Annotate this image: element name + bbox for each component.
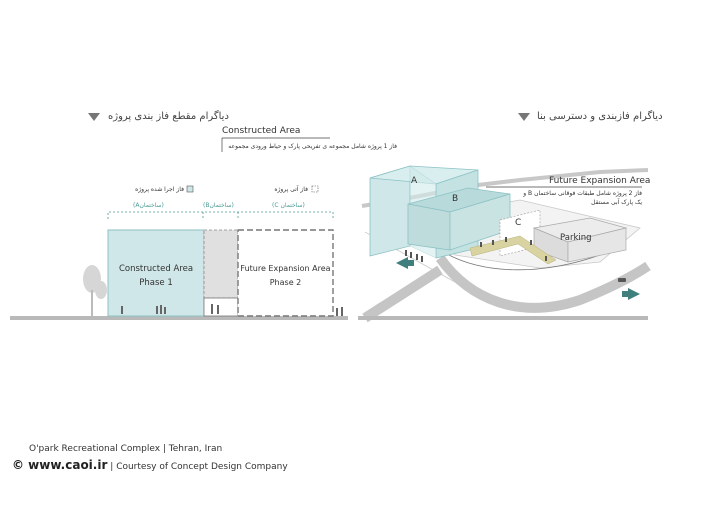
- people-icons-left: [121, 304, 219, 314]
- bracket-c-label: (ساختمان C): [272, 202, 305, 209]
- block-a-label: A: [411, 176, 418, 186]
- legend-done-swatch: [186, 185, 194, 193]
- road-curve: [435, 255, 651, 313]
- left-title-triangle-icon: [88, 113, 100, 121]
- legend-future-label: فاز آتی پروژه: [274, 186, 308, 193]
- future-expansion-label: Future Expansion Area: [549, 176, 651, 186]
- phase1-note: فاز 1 پروژه شامل مجموعه ی تفریحی پارک و …: [228, 143, 397, 150]
- left-panel-title: دیاگرام مقطع فاز بندی پروژه: [108, 111, 229, 122]
- section-brackets: [107, 211, 334, 219]
- ground-line-left: [10, 316, 348, 320]
- footer-site[interactable]: © www.caoi.ir: [12, 458, 108, 472]
- tree-icons-left: [83, 265, 107, 316]
- phase2-note-line1: فاز 2 پروژه شامل طبقات فوقانی ساختمان B …: [523, 190, 642, 197]
- site-arc: [439, 249, 601, 271]
- car-icon: [618, 278, 626, 282]
- footer-courtesy: Courtesy of Concept Design Company: [116, 462, 288, 472]
- footer-project: O'park Recreational Complex | Tehran, Ir…: [29, 444, 223, 454]
- box2-sub: Phase 2: [269, 278, 302, 287]
- footer-sep: |: [110, 462, 114, 472]
- right-title-triangle-icon: [518, 113, 530, 121]
- future-expansion-box: [237, 229, 334, 317]
- legend-done-label: فاز اجرا شده پروژه: [135, 186, 184, 193]
- access-arrow-left-icon: [396, 257, 414, 269]
- road-left: [362, 265, 443, 323]
- block-b-label: B: [452, 194, 459, 204]
- yellow-walkway: [469, 235, 557, 265]
- building-b-box: [203, 229, 239, 299]
- box1-title: Constructed Area: [118, 264, 194, 274]
- legend-future-swatch: [311, 185, 319, 193]
- access-arrow-right-icon: [622, 288, 640, 300]
- parking-label: Parking: [560, 233, 592, 243]
- box1-sub: Phase 1: [139, 278, 173, 288]
- footer-credit: © www.caoi.ir | Courtesy of Concept Desi…: [12, 458, 288, 472]
- people-icons-right: [336, 307, 343, 316]
- bracket-b-label: (ساختمانB): [203, 202, 234, 209]
- people-icons-iso: [405, 237, 547, 262]
- parking-side: [567, 227, 627, 263]
- constructed-area-label: Constructed Area: [222, 126, 301, 136]
- block-b-front: [407, 203, 451, 251]
- right-panel-title: دیاگرام فازبندی و دسترسی بنا: [537, 111, 663, 122]
- phase2-note-line2: یک پارک آبی مستقل: [591, 199, 642, 206]
- bracket-a-label: (ساختمانA): [133, 202, 164, 209]
- block-c-label: C: [515, 218, 522, 228]
- box2-title: Future Expansion Area: [240, 264, 331, 273]
- ground-line-right: [358, 316, 648, 320]
- constructed-area-box: [107, 229, 205, 317]
